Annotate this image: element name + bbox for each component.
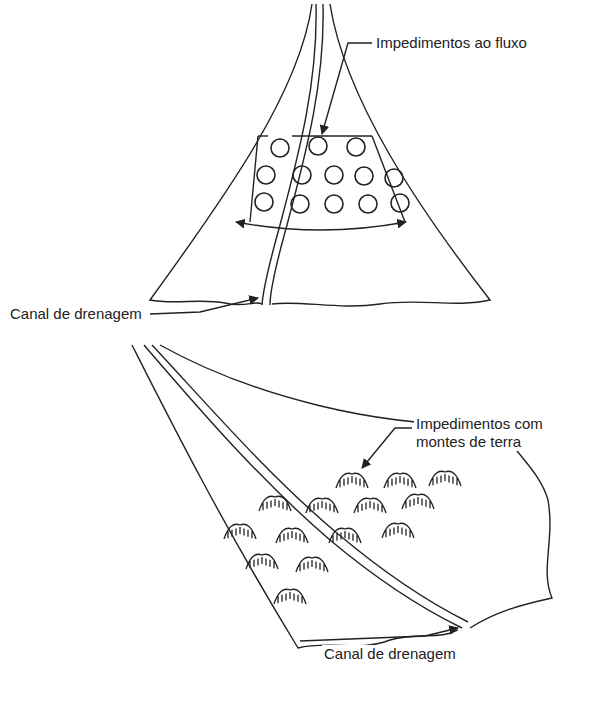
region-line bbox=[250, 136, 258, 222]
impediment-circle bbox=[385, 169, 403, 187]
mound-impediment-label: Impedimentos com montes de terra bbox=[414, 415, 568, 451]
leader-line bbox=[362, 428, 412, 468]
impediment-circle bbox=[309, 137, 327, 155]
extent-arrow bbox=[236, 222, 406, 230]
impediment-circle bbox=[355, 167, 373, 185]
drainage-channel bbox=[262, 4, 316, 305]
earth-mound bbox=[382, 523, 414, 538]
earth-mound bbox=[224, 524, 256, 539]
impediment-circle bbox=[271, 139, 289, 157]
leader-line bbox=[150, 298, 258, 314]
earth-mound bbox=[402, 494, 434, 509]
earth-mound bbox=[296, 557, 328, 572]
earth-mound bbox=[384, 473, 416, 488]
drainage-channel bbox=[152, 345, 468, 622]
impediment-circle bbox=[293, 166, 311, 184]
impediment-circle bbox=[359, 195, 377, 213]
fan-outline bbox=[160, 345, 552, 628]
earth-mound bbox=[306, 498, 338, 513]
earth-mound bbox=[246, 554, 278, 569]
earth-mound bbox=[276, 528, 308, 543]
impediment-circle bbox=[347, 138, 365, 156]
region-line bbox=[258, 135, 268, 136]
leader-line bbox=[300, 628, 458, 641]
earth-mound bbox=[354, 498, 386, 513]
channel-label: Canal de drenagem bbox=[322, 645, 458, 663]
earth-mound bbox=[329, 528, 361, 543]
impediment-circle bbox=[325, 195, 343, 213]
impediment-circle bbox=[255, 193, 273, 211]
fan-outline bbox=[132, 345, 458, 648]
flow-impediment-label: Impedimentos ao fluxo bbox=[374, 34, 529, 52]
fan-outline bbox=[150, 4, 312, 305]
channel-label: Canal de drenagem bbox=[8, 305, 144, 323]
region-line bbox=[292, 135, 372, 136]
earth-mound bbox=[336, 473, 368, 488]
region-line bbox=[372, 136, 405, 222]
earth-mound bbox=[274, 589, 306, 604]
leader-line bbox=[322, 43, 372, 134]
impediment-circle bbox=[391, 194, 409, 212]
earth-mound bbox=[259, 496, 291, 511]
impediment-circle bbox=[291, 195, 309, 213]
impediment-circle bbox=[257, 166, 275, 184]
impediment-circle bbox=[325, 166, 343, 184]
earth-mound bbox=[429, 471, 461, 486]
